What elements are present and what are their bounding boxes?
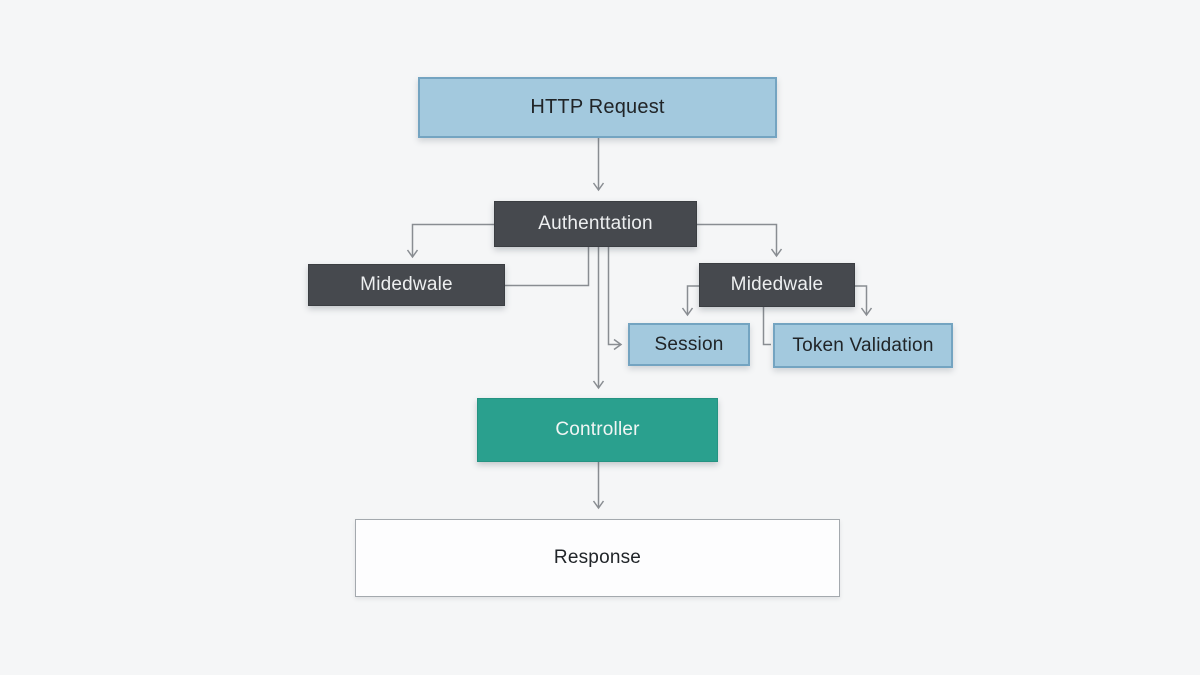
node-http-request-label: HTTP Request	[530, 96, 665, 118]
node-authentication-label: Authenttation	[538, 213, 653, 234]
node-controller-label: Controller	[555, 419, 640, 440]
node-session: Session	[628, 323, 750, 366]
node-response: Response	[355, 519, 840, 597]
edge-authentication-middleware-right	[697, 223, 783, 258]
node-token-validation-label: Token Validation	[792, 334, 934, 356]
node-http-request: HTTP Request	[418, 77, 777, 138]
node-middleware-right-label: Midedwale	[730, 274, 824, 295]
node-controller: Controller	[477, 398, 718, 462]
node-response-label: Response	[553, 547, 642, 568]
node-middleware-left: Midedwale	[308, 264, 505, 306]
edge-authentication-session	[607, 247, 623, 351]
node-session-label: Session	[654, 333, 724, 355]
edge-authentication-middleware-left	[406, 223, 494, 259]
edge-middleware-right-token-validation-side	[762, 307, 771, 346]
edge-middleware-left-authentication	[505, 247, 590, 287]
edge-middleware-right-session	[681, 285, 699, 317]
node-token-validation: Token Validation	[773, 323, 953, 368]
node-authentication: Authenttation	[494, 201, 697, 247]
edge-middleware-right-token-validation	[855, 285, 873, 317]
node-middleware-left-label: Midedwale	[360, 274, 453, 295]
node-middleware-right: Midedwale	[699, 263, 855, 307]
